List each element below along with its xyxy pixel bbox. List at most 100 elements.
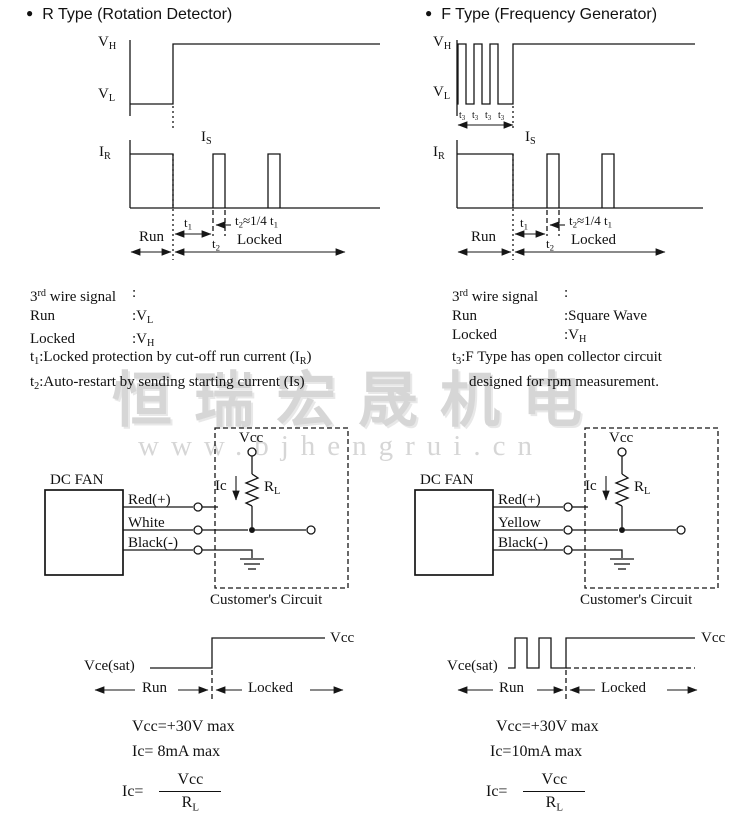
t2-label: t2: [212, 236, 221, 253]
vcc-label: Vcc: [701, 630, 726, 646]
run-label: Run: [471, 229, 497, 245]
ic-equation: Ic= Vcc RL: [122, 771, 235, 813]
run-label: Run: [139, 229, 165, 245]
signal-heading-row: 3rd wire signal :: [30, 284, 154, 307]
ftype-title: F Type (Frequency Generator): [441, 6, 658, 23]
vcc-label: Vcc: [239, 430, 264, 446]
fraction: Vcc RL: [523, 771, 586, 814]
locked-label: Locked: [601, 680, 646, 696]
rtype-title: R Type (Rotation Detector): [42, 6, 233, 23]
signal-locked-row: Locked :VH: [452, 326, 647, 349]
bullet-icon: ●: [26, 6, 34, 20]
ftype-current-diagram: IR IS Run t1 t2 t2≈1/4 t1 Locked: [425, 128, 725, 266]
locked-value: :VH: [564, 327, 587, 346]
ftype-signal-info: 3rd wire signal : Run :Square Wave Locke…: [452, 284, 647, 349]
ic-equation: Ic= Vcc RL: [486, 771, 599, 813]
vl-label: VL: [433, 84, 451, 103]
is-label: IS: [525, 129, 536, 148]
ic-eq-label: Ic=: [122, 783, 144, 801]
vcc-label: Vcc: [609, 430, 634, 446]
rtype-voltage-diagram: VH VL: [85, 28, 385, 128]
ftype-output-wave: Vce(sat) Vcc Run Locked: [445, 622, 750, 710]
vcc-label: Vcc: [330, 630, 355, 646]
vl-label: VL: [98, 86, 116, 105]
run-label: Run: [142, 680, 168, 696]
locked-value: :VH: [132, 331, 155, 350]
customer-circuit-label: Customer's Circuit: [580, 592, 693, 608]
t3-label: t3: [472, 110, 479, 123]
vcc-max: Vcc=+30V max: [132, 718, 235, 735]
locked-label: Locked: [237, 232, 282, 248]
bullet-icon: ●: [425, 6, 433, 20]
t3-label: t3: [485, 110, 492, 123]
vh-label: VH: [98, 34, 117, 53]
rtype-output-svg: [94, 637, 344, 702]
wire-black-label: Black(-): [128, 535, 178, 551]
ir-label: IR: [99, 144, 111, 163]
t2-label: t2: [546, 236, 555, 253]
t1-label: t1: [520, 215, 529, 232]
fraction: Vcc RL: [159, 771, 222, 814]
fraction-numerator: Vcc: [523, 771, 586, 792]
ic-eq-label: Ic=: [486, 783, 508, 801]
rtype-header: ● R Type (Rotation Detector): [26, 6, 232, 24]
run-label: Run: [30, 308, 56, 325]
colon: :: [132, 285, 137, 301]
fraction-denominator: RL: [181, 794, 199, 814]
rtype-circuit: DC FAN Red(+) White Black(-) Vcc Ic RL C…: [40, 418, 360, 618]
wire-red-label: Red(+): [498, 492, 541, 508]
note-t3-cont: designed for rpm measurement.: [469, 374, 659, 391]
ftype-circuit-svg: [414, 427, 719, 589]
run-label: Run: [499, 680, 525, 696]
ftype-header: ● F Type (Frequency Generator): [425, 6, 657, 24]
ftype-notes: t3:F Type has open collector circuit des…: [452, 347, 662, 393]
signal-run-row: Run :Square Wave: [452, 307, 647, 326]
fan-label: DC FAN: [50, 472, 104, 488]
vce-sat-label: Vce(sat): [447, 658, 498, 674]
signal-heading: 3rd wire signal: [452, 288, 538, 306]
ftype-current-svg: [456, 140, 703, 260]
fraction-denominator: RL: [545, 794, 563, 814]
ftype-output-svg: [457, 637, 698, 702]
ftype-voltage-svg: [456, 40, 695, 129]
signal-run-row: Run :VL: [30, 307, 154, 330]
t3-label: t3: [498, 110, 505, 123]
ic-label: Ic: [215, 478, 227, 494]
run-label: Run: [452, 308, 478, 325]
wire-red-label: Red(+): [128, 492, 171, 508]
vce-sat-label: Vce(sat): [84, 658, 135, 674]
ftype-voltage-diagram: VH VL t3 t3 t3 t3: [425, 28, 725, 129]
colon: :: [564, 285, 569, 301]
ir-label: IR: [433, 144, 445, 163]
run-value: :Square Wave: [564, 308, 648, 325]
customer-circuit-label: Customer's Circuit: [210, 592, 323, 608]
signal-heading: 3rd wire signal: [30, 288, 116, 306]
locked-label: Locked: [571, 232, 616, 248]
fan-label: DC FAN: [420, 472, 474, 488]
t2-formula-label: t2≈1/4 t1: [569, 213, 613, 230]
t3-label: t3: [459, 110, 466, 123]
rtype-voltage-svg: [129, 40, 380, 128]
rtype-current-svg: [129, 140, 380, 260]
vh-label: VH: [433, 34, 452, 53]
ic-label: Ic: [585, 478, 597, 494]
t1-label: t1: [184, 215, 193, 232]
rl-label: RL: [634, 479, 651, 498]
fraction-numerator: Vcc: [159, 771, 222, 792]
locked-label: Locked: [248, 680, 293, 696]
rtype-current-diagram: IR IS Run t1 t2 t2≈1/4 t1 Locked: [85, 128, 385, 266]
ic-max: Ic=10mA max: [490, 743, 583, 760]
is-label: IS: [201, 129, 212, 148]
wire-black-label: Black(-): [498, 535, 548, 551]
rtype-circuit-svg: [44, 427, 349, 589]
rtype-notes: t1:Locked protection by cut-off run curr…: [30, 347, 312, 397]
ic-max: Ic= 8mA max: [132, 743, 221, 760]
t2-formula-label: t2≈1/4 t1: [235, 213, 279, 230]
watermark-text: 恒瑞宏晟机电: [112, 368, 604, 434]
run-value: :VL: [132, 308, 154, 327]
locked-label: Locked: [452, 327, 497, 344]
rtype-signal-info: 3rd wire signal : Run :VL Locked :VH: [30, 284, 154, 353]
signal-locked-row: Locked :VH: [30, 330, 154, 353]
vcc-max: Vcc=+30V max: [496, 718, 599, 735]
